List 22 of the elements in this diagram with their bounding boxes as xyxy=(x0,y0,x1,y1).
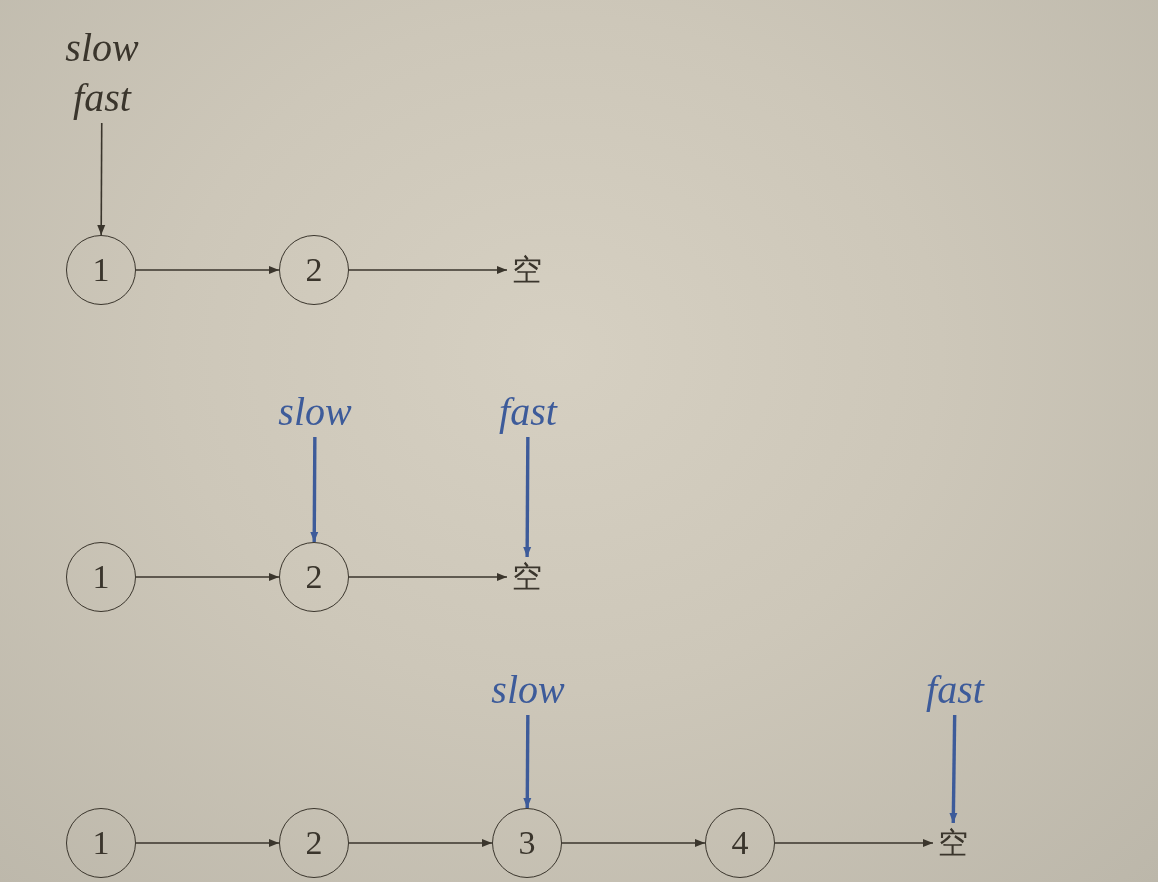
arrow xyxy=(135,573,280,581)
arrow xyxy=(348,266,508,274)
pointer-label: fast xyxy=(499,388,557,436)
arrow xyxy=(523,715,532,808)
arrow xyxy=(97,122,106,236)
null-label: 空 xyxy=(512,558,542,596)
arrow xyxy=(561,839,706,847)
null-label: 空 xyxy=(938,824,968,862)
arrow xyxy=(348,573,508,581)
arrow xyxy=(774,839,934,847)
arrow xyxy=(310,437,319,542)
arrow xyxy=(348,839,493,847)
arrow xyxy=(949,714,958,824)
arrow xyxy=(135,839,280,847)
pointer-label: fast xyxy=(926,666,984,714)
arrow xyxy=(135,266,280,274)
null-label: 空 xyxy=(512,251,542,289)
pointer-label: slow xyxy=(278,388,352,436)
pointer-label: slow xyxy=(65,24,139,72)
pointer-label: fast xyxy=(73,74,131,122)
pointer-label: slow xyxy=(491,666,565,714)
arrow xyxy=(523,437,532,557)
